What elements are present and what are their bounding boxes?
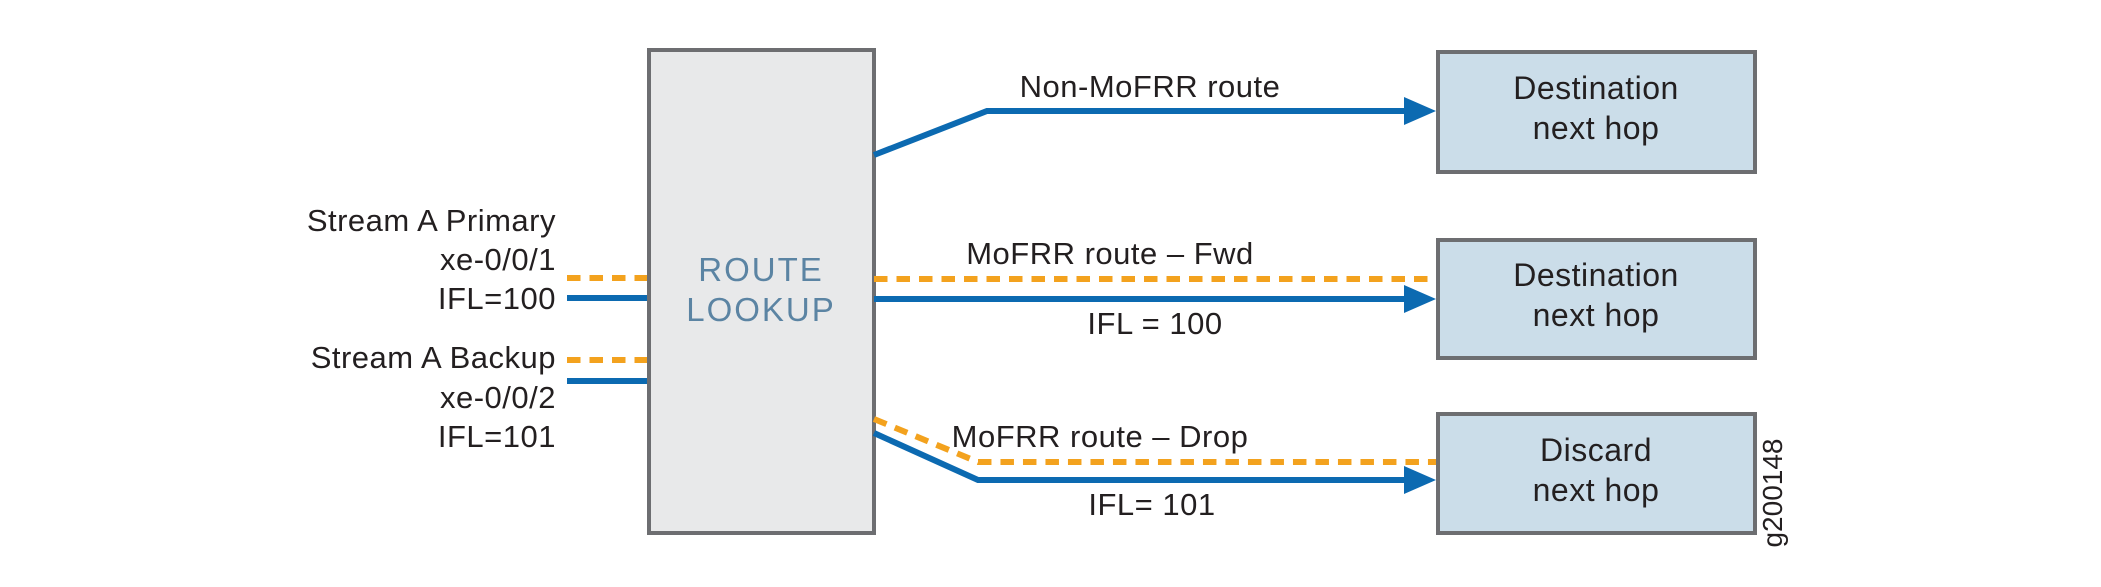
mofrr-drop-ifl-label: IFL= 101	[1088, 487, 1215, 522]
destination-next-hop-top-line2: next hop	[1533, 110, 1660, 146]
discard-next-hop-box-rect	[1436, 412, 1757, 535]
non-mofrr-route-line	[872, 108, 1407, 158]
stream-a-backup-ifl: IFL=101	[438, 419, 556, 454]
stream-a-backup-name: Stream A Backup	[311, 340, 556, 375]
route-lookup-box	[647, 48, 876, 535]
destination-next-hop-box-middle-rect	[1436, 238, 1757, 360]
route-lookup-label-line1: ROUTE	[698, 251, 824, 288]
non-mofrr-route-label: Non-MoFRR route	[1020, 69, 1281, 104]
mofrr-fwd-route-label: MoFRR route – Fwd	[966, 236, 1254, 271]
stream-a-primary-label-group: Stream A Primary xe-0/0/1 IFL=100	[307, 203, 556, 316]
destination-next-hop-box-top-rect	[1436, 50, 1757, 174]
route-lookup-label-line2: LOOKUP	[686, 291, 836, 328]
destination-next-hop-middle-line2: next hop	[1533, 297, 1660, 333]
stream-a-backup-interface: xe-0/0/2	[440, 380, 556, 415]
mofrr-drop-orange-dashed-line	[872, 416, 1436, 465]
destination-next-hop-top-line1: Destination	[1513, 70, 1679, 106]
stream-a-primary-interface: xe-0/0/1	[440, 242, 556, 277]
figure-id-label: g200148	[1757, 438, 1788, 547]
mofrr-fwd-arrowhead	[1404, 285, 1436, 313]
discard-next-hop-line1: Discard	[1540, 432, 1652, 468]
destination-next-hop-middle-line1: Destination	[1513, 257, 1679, 293]
stream-a-backup-label-group: Stream A Backup xe-0/0/2 IFL=101	[311, 340, 556, 454]
stream-a-primary-ifl: IFL=100	[438, 281, 556, 316]
destination-next-hop-box-top: Destination next hop	[1436, 50, 1757, 174]
non-mofrr-route-arrowhead	[1404, 97, 1436, 125]
mofrr-fwd-ifl-label: IFL = 100	[1087, 306, 1222, 341]
discard-next-hop-box: Discard next hop	[1436, 412, 1757, 535]
destination-next-hop-box-middle: Destination next hop	[1436, 238, 1757, 360]
discard-next-hop-line2: next hop	[1533, 472, 1660, 508]
mofrr-drop-blue-line	[872, 430, 1407, 483]
stream-a-primary-name: Stream A Primary	[307, 203, 556, 238]
mofrr-drop-route-label: MoFRR route – Drop	[952, 419, 1249, 454]
mofrr-drop-arrowhead	[1404, 466, 1436, 494]
